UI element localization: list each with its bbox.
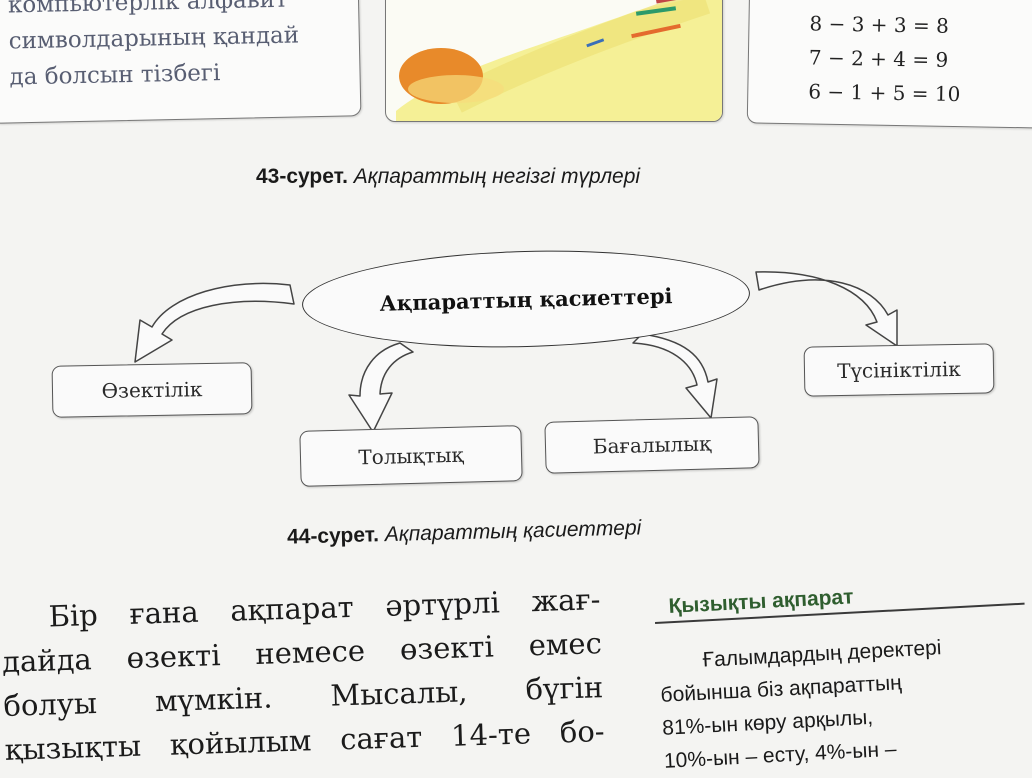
node-value: Бағалылық (544, 416, 760, 474)
node-clarity: Түсініктілік (803, 343, 995, 397)
arrow-to-completeness (348, 342, 414, 433)
illustration-image (396, 0, 722, 121)
illustration-card (385, 0, 723, 122)
pencil-shape (631, 23, 681, 39)
sidebar-text: Ғалымдардың деректері бойынша біз ақпара… (658, 627, 1024, 778)
node-relevance: Өзектілік (51, 362, 253, 418)
body-paragraph: Бір ғана ақпарат әртүрлі жағ- дайда өзек… (0, 577, 606, 772)
arrow-to-relevance (134, 282, 295, 363)
arrow-to-value (632, 333, 718, 419)
figure-title: Ақпараттың негізгі түрлері (353, 165, 641, 188)
node-completeness: Толықтық (299, 425, 523, 487)
figure-43-caption: 43-сурет. Ақпараттың негізгі түрлері (256, 165, 640, 189)
pencil-shape (655, 0, 701, 4)
arrow-to-clarity (755, 271, 898, 347)
figure-number: 44-сурет. (286, 523, 380, 549)
pencil-shape (635, 6, 677, 16)
figure-number: 43-сурет. (256, 165, 348, 188)
